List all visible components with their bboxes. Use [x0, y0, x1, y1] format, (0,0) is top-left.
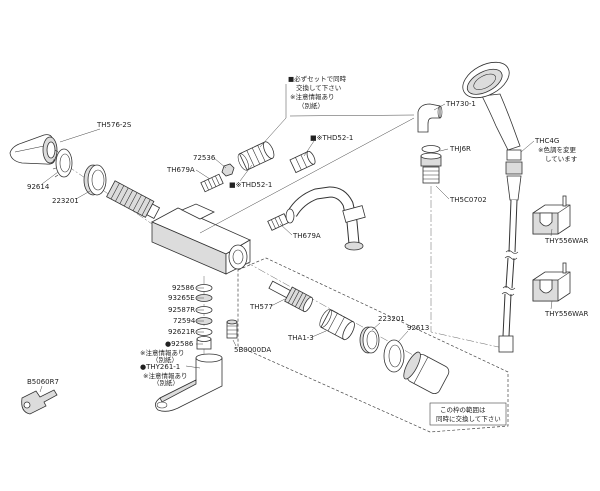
label-92621r: 92621R: [168, 328, 195, 336]
cartridge-spring: [106, 180, 161, 219]
label-th577: TH577: [249, 303, 273, 311]
check-valve-thd52-right: [289, 150, 316, 174]
label-92613: 92613: [407, 324, 429, 332]
frame-note-box: [429, 402, 507, 426]
label-92587r: 92587R: [168, 306, 195, 314]
label-223201-lower: 223201: [378, 315, 405, 323]
label-72594: 72594: [173, 317, 196, 325]
label-thy261-1: ●THY261-1: [140, 363, 180, 371]
caution-note-a-line1: ※注意情報あり: [140, 348, 184, 357]
caution-note-b-line2: （別紙）: [153, 378, 179, 387]
ring-thj6r: [421, 145, 441, 153]
label-223201-upper: 223201: [52, 197, 79, 205]
caution-note-b-line1: ※注意情報あり: [143, 371, 187, 380]
label-5b0000da: 5B0000DA: [234, 346, 271, 354]
set-replacement-note-line2: 交換して下さい: [296, 83, 341, 92]
nut-223201-upper: [83, 164, 107, 196]
leader-lines: [39, 84, 553, 393]
set-replacement-note-line3: ※注意情報あり: [290, 92, 334, 101]
label-92586: 92586: [172, 284, 195, 292]
nut-223201-lower: [359, 326, 380, 354]
label-thd52-1-mid: ■※THD52-1: [229, 181, 272, 189]
eccentric-fitting-right: [267, 213, 289, 231]
set-replacement-note-line1: ■必ずセットで同時: [288, 74, 347, 83]
shower-hose: [498, 199, 519, 353]
label-92614: 92614: [27, 183, 50, 191]
caution-note-a-line2: （別紙）: [152, 355, 178, 364]
label-92586-marked: ●92586: [165, 340, 194, 348]
label-thd52-1-top: ■※THD52-1: [310, 134, 353, 142]
color-note-line1: ※色調を変更: [538, 145, 576, 154]
frame-note-line2: 同時に交換して下さい: [436, 414, 501, 423]
label-th576-2s: TH576-2S: [96, 121, 132, 129]
label-tha1-3: THA1-3: [287, 334, 314, 342]
replacement-set-frame: [237, 257, 509, 433]
mixer-body: [151, 203, 251, 275]
label-thy556war-upper: THY556WAR: [544, 237, 589, 245]
elbow-th730-1: [417, 103, 443, 133]
elbow-arm: [285, 186, 366, 251]
ring-92614: [52, 148, 73, 178]
washer-stack: [195, 284, 213, 350]
thermo-handle: [403, 351, 450, 394]
key-b5060r7: [21, 389, 58, 415]
nut-72536: [221, 163, 235, 177]
spout: [155, 353, 223, 412]
frame-note-line1: この枠の範囲は: [440, 405, 486, 414]
assembly-tha1-3: [319, 309, 355, 341]
handle-lever: [9, 134, 58, 165]
label-th5c0702: TH5C0702: [449, 196, 487, 204]
hose-nut: [420, 152, 442, 184]
shower-head: [462, 61, 521, 151]
label-th679a-left: TH679A: [166, 166, 195, 174]
holder-thy556war-upper: [532, 195, 571, 235]
shower-connector: [505, 149, 523, 201]
cartridge-th577: [268, 280, 313, 313]
label-th730-1: TH730-1: [445, 100, 476, 108]
eccentric-fitting-left: [200, 173, 224, 193]
label-93265e: 93265E: [168, 294, 195, 302]
label-thc4g: THC4G: [534, 137, 559, 145]
label-72536: 72536: [193, 154, 216, 162]
check-valve-thd52-left: [237, 141, 275, 171]
label-b5060r7: B5060R7: [27, 378, 59, 386]
holder-thy556war-lower: [532, 262, 571, 302]
label-th679a-right: TH679A: [292, 232, 321, 240]
color-note-line2: しています: [545, 155, 578, 163]
set-replacement-note-line4: （別紙）: [298, 101, 324, 110]
label-thj6r: THJ6R: [449, 145, 471, 153]
valve-5b0000da: [226, 319, 238, 339]
ring-92613: [383, 339, 405, 373]
label-thy556war-lower: THY556WAR: [544, 310, 589, 318]
